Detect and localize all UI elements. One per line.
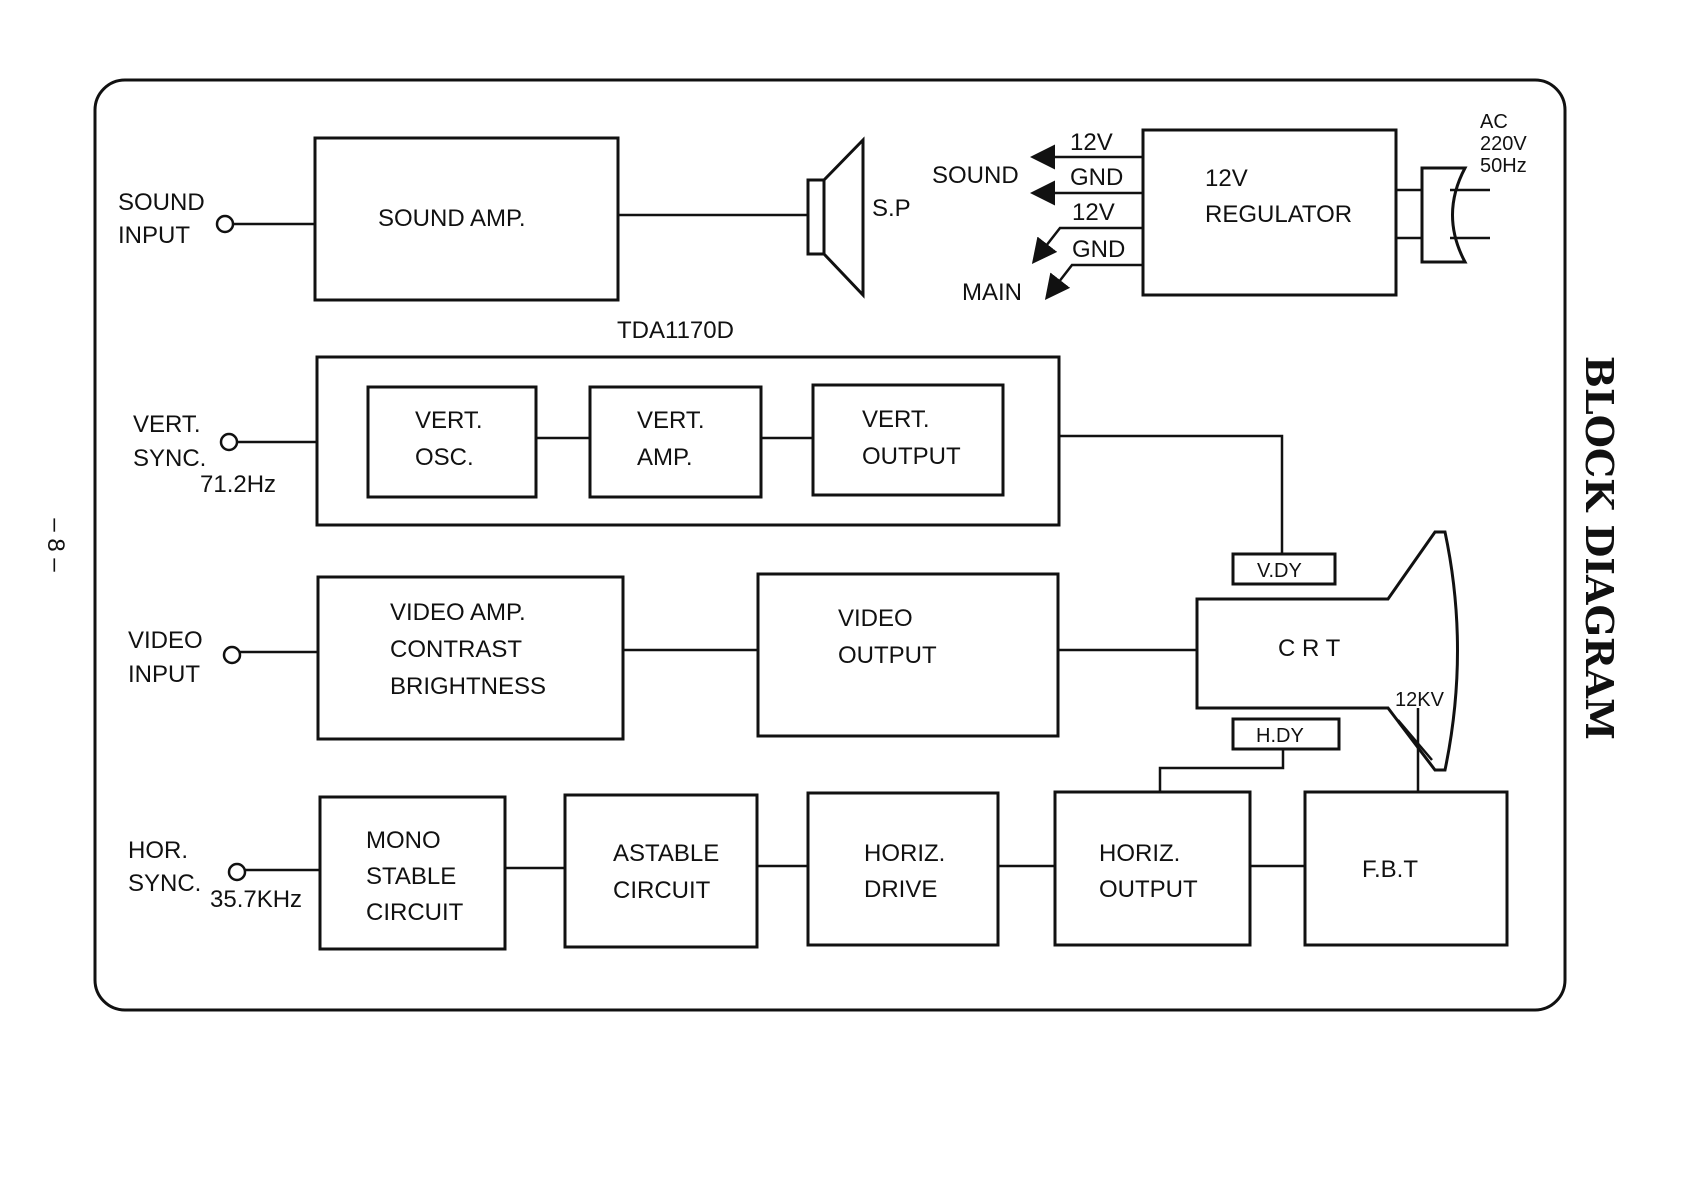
mono-stable-block: [318, 795, 507, 951]
vert-output-label-1: VERT.: [862, 406, 930, 433]
sound-out-label: SOUND: [932, 162, 1019, 189]
reg-out-4: GND: [1072, 236, 1125, 263]
hor-sync-label-2: SYNC.: [128, 870, 201, 897]
sound-amp-block: [313, 136, 620, 302]
vert-amp-label-1: VERT.: [637, 407, 705, 434]
horiz-drive-label-2: DRIVE: [864, 876, 937, 903]
sound-input-label-1: SOUND: [118, 189, 205, 216]
hdy-box: [1231, 717, 1341, 751]
vert-output-label-2: OUTPUT: [862, 443, 961, 470]
astable-label-2: CIRCUIT: [613, 877, 711, 904]
ac-label-1: AC: [1480, 111, 1508, 133]
vert-output-block: [811, 383, 1005, 497]
vert-osc-label-2: OSC.: [415, 444, 474, 471]
reg-out-3: 12V: [1072, 199, 1115, 226]
fbt-block: [1303, 790, 1509, 947]
vert-sync-terminal: [219, 432, 239, 452]
vert-osc-label-1: VERT.: [415, 407, 483, 434]
ac-label-2: 220V: [1480, 133, 1527, 155]
hor-freq-label: 35.7KHz: [210, 886, 302, 913]
sound-input-label-2: INPUT: [118, 222, 190, 249]
reg-out-1: 12V: [1070, 129, 1113, 156]
astable-label-1: ASTABLE: [613, 840, 719, 867]
vert-sync-label-1: VERT.: [133, 411, 201, 438]
crt-label: C R T: [1278, 635, 1341, 662]
mono-label-1: MONO: [366, 827, 441, 854]
chip-label: TDA1170D: [617, 317, 734, 344]
ac-plug-icon: [1420, 166, 1490, 264]
video-amp-block: [316, 575, 625, 741]
regulator-label-2: REGULATOR: [1205, 201, 1352, 228]
horiz-drive-block: [806, 791, 1000, 947]
video-amp-label-2: CONTRAST: [390, 636, 522, 663]
hdy-label: H.DY: [1256, 725, 1304, 747]
tda-chip-block: [315, 355, 1061, 527]
mono-label-3: CIRCUIT: [366, 899, 464, 926]
outer-frame: [93, 78, 1567, 1012]
page-number: – 8 –: [42, 518, 69, 572]
main-out-label: MAIN: [962, 279, 1022, 306]
horiz-output-label-1: HORIZ.: [1099, 840, 1180, 867]
video-input-terminal: [222, 645, 242, 665]
vert-amp-block: [588, 385, 763, 499]
fbt-label: F.B.T: [1362, 856, 1418, 883]
vert-osc-block: [366, 385, 538, 499]
reg-out-2: GND: [1070, 164, 1123, 191]
vert-freq-label: 71.2Hz: [200, 471, 276, 498]
vdy-label: V.DY: [1257, 560, 1302, 582]
ac-label-3: 50Hz: [1480, 155, 1527, 177]
video-input-label-1: VIDEO: [128, 627, 203, 654]
hor-sync-label-1: HOR.: [128, 837, 188, 864]
speaker-label: S.P: [872, 195, 911, 222]
video-amp-label-3: BRIGHTNESS: [390, 673, 546, 700]
regulator-block: [1141, 128, 1398, 297]
horiz-drive-label-1: HORIZ.: [864, 840, 945, 867]
horiz-output-block: [1053, 790, 1252, 947]
video-amp-label-1: VIDEO AMP.: [390, 599, 526, 626]
mono-label-2: STABLE: [366, 863, 456, 890]
sound-input-terminal: [215, 214, 235, 234]
horiz-output-label-2: OUTPUT: [1099, 876, 1198, 903]
video-output-label-2: OUTPUT: [838, 642, 937, 669]
hv-label: 12KV: [1395, 689, 1445, 711]
sound-amp-label: SOUND AMP.: [378, 205, 526, 232]
video-input-label-2: INPUT: [128, 661, 200, 688]
diagram-title: BLOCK DIAGRAM: [1577, 356, 1622, 740]
crt-icon: [1195, 530, 1459, 772]
astable-block: [563, 793, 759, 949]
vdy-box: [1231, 552, 1337, 586]
speaker-icon: [806, 136, 865, 299]
vert-amp-label-2: AMP.: [637, 444, 693, 471]
hor-sync-terminal: [227, 862, 247, 882]
vert-sync-label-2: SYNC.: [133, 445, 206, 472]
video-output-block: [756, 572, 1060, 738]
video-output-label-1: VIDEO: [838, 605, 913, 632]
regulator-label-1: 12V: [1205, 165, 1248, 192]
